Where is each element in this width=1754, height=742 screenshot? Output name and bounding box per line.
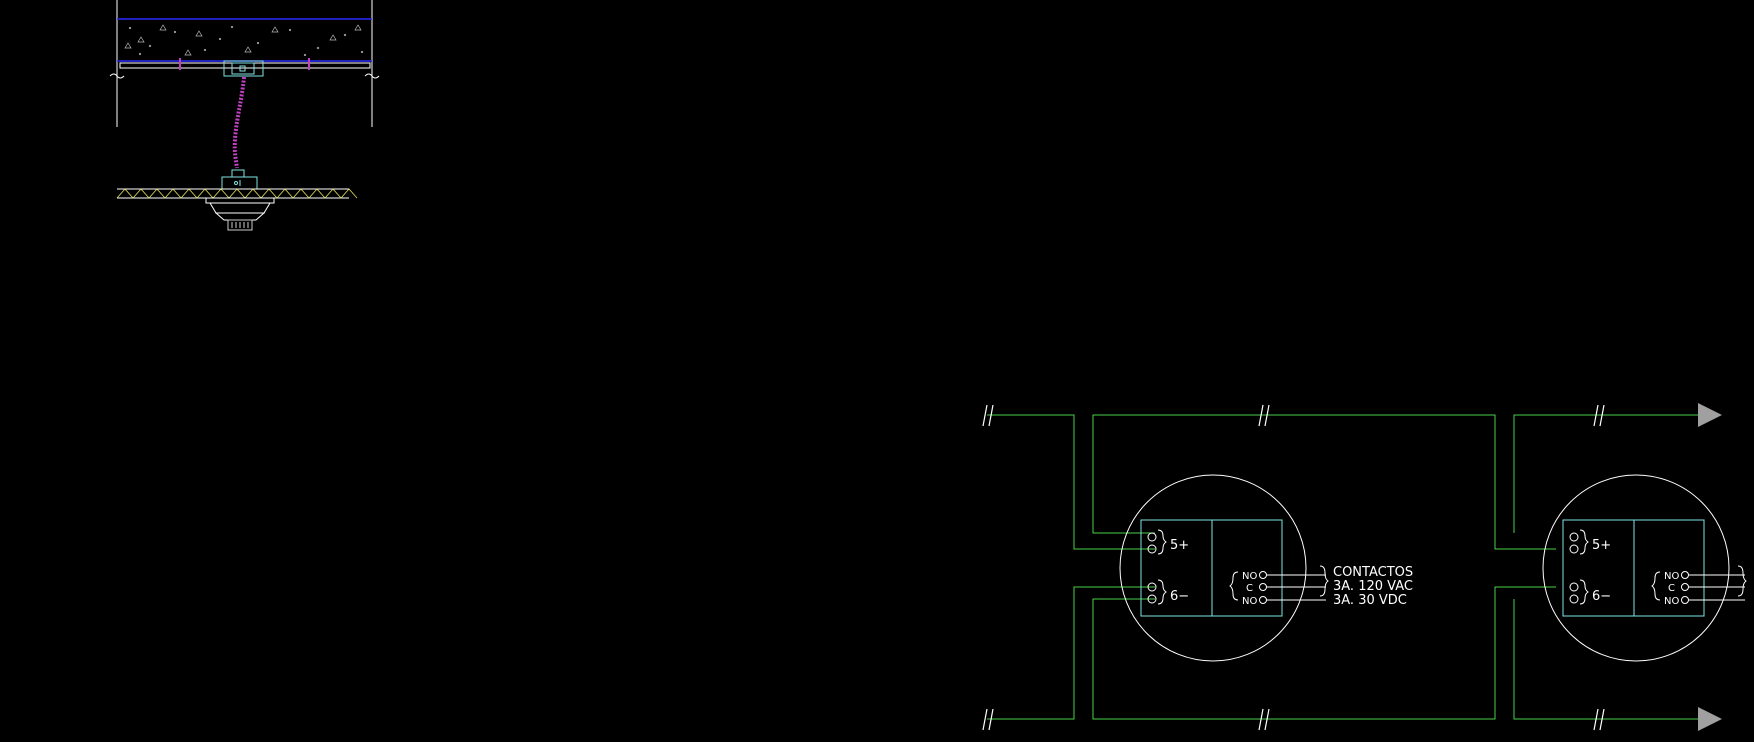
- flexible-conduit: [232, 76, 246, 169]
- terminal-plus-label: 5+: [1592, 538, 1611, 553]
- false-ceiling-panel: [116, 188, 358, 199]
- contacts-note-line2: 3A. 120 VAC: [1333, 579, 1413, 594]
- contact-no-top-label: NO: [1664, 571, 1679, 582]
- concrete-hatch: [124, 24, 364, 57]
- smoke-detector-head: [205, 197, 275, 231]
- contacts-note: CONTACTOS 3A. 120 VAC 3A. 30 VDC: [1333, 565, 1413, 608]
- contacts-note-line3: 3A. 30 VDC: [1333, 593, 1407, 608]
- contacts-bracket: [1319, 565, 1329, 597]
- wall-break-right: [364, 73, 380, 79]
- wall-break-left: [109, 73, 125, 79]
- arrowhead-icon: [1698, 403, 1722, 427]
- contact-no-bottom-label: NO: [1664, 596, 1679, 607]
- contact-c-label: C: [1246, 583, 1253, 594]
- bottom-supply-wires: [987, 586, 1698, 720]
- contact-c-label: C: [1668, 583, 1675, 594]
- terminal-circle: [1147, 532, 1157, 542]
- contacts-note-line1: CONTACTOS: [1333, 565, 1413, 580]
- detector-outline-circle: [1119, 474, 1307, 662]
- contact-no-bottom-label: NO: [1242, 596, 1257, 607]
- arrowhead-icon: [1698, 707, 1722, 731]
- terminal-circle: [1147, 582, 1157, 592]
- terminal-circle: [1569, 544, 1579, 554]
- terminal-circle: [1569, 594, 1579, 604]
- wiring-diagram: 5+ 6− NO C NO CONTACTOS 3A. 120 VAC 3A. …: [982, 403, 1747, 731]
- terminal-minus-label: 6−: [1170, 589, 1189, 604]
- junction-box: [223, 60, 264, 77]
- terminal-circle: [1147, 544, 1157, 554]
- contact-no-top-label: NO: [1242, 571, 1257, 582]
- detector-right: 5+ 6− NO C NO: [1542, 474, 1747, 662]
- terminal-circle: [1147, 594, 1157, 604]
- terminal-plus-label: 5+: [1170, 538, 1189, 553]
- detector-left: 5+ 6− NO C NO: [1119, 474, 1329, 662]
- double-slash-icon: [982, 404, 1605, 731]
- terminal-circle: [1569, 582, 1579, 592]
- detector-outline-circle: [1542, 474, 1730, 662]
- terminal-circle: [1569, 532, 1579, 542]
- terminal-minus-label: 6−: [1592, 589, 1611, 604]
- ceiling-section-detail: [109, 0, 380, 231]
- top-supply-wires: [987, 414, 1698, 550]
- detector-mount-box: [221, 169, 258, 190]
